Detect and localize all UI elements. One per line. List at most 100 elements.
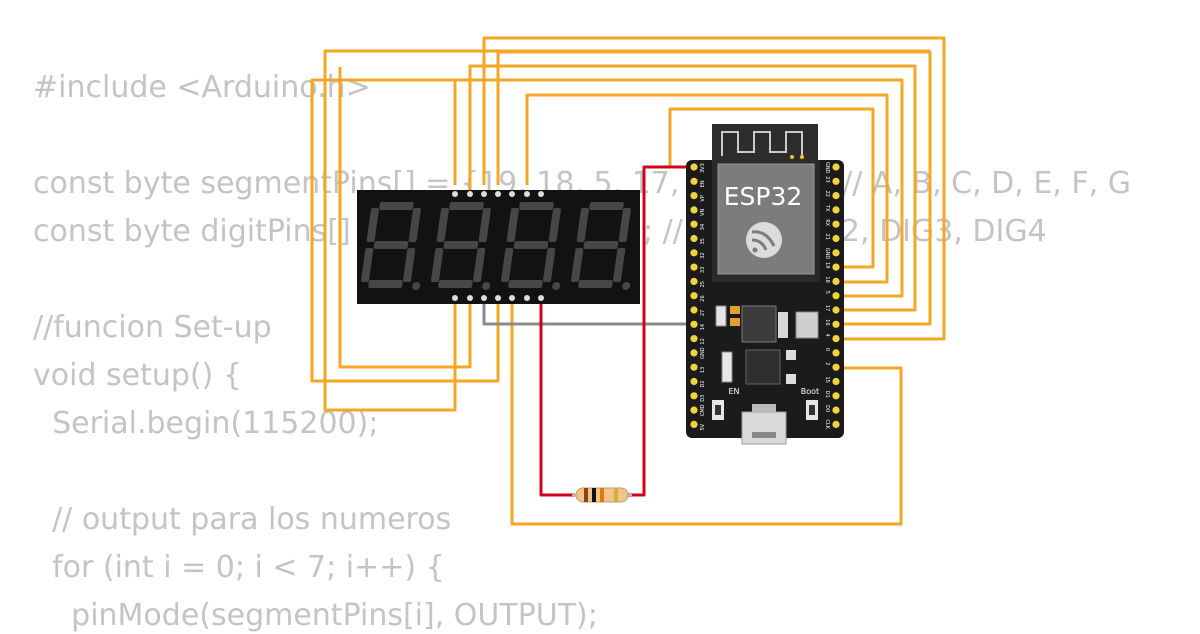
display-pin[interactable] [538, 191, 544, 197]
esp32-pin[interactable] [832, 206, 840, 214]
segment [508, 280, 543, 288]
orange-wire [453, 78, 904, 298]
segment [449, 202, 484, 210]
esp32-pin[interactable] [832, 277, 840, 285]
esp32-pin[interactable] [832, 363, 840, 371]
display-pin[interactable] [452, 295, 458, 301]
display-digit [571, 202, 631, 290]
esp32-pin-label: 2 [824, 362, 830, 365]
esp32-pin[interactable] [832, 292, 840, 300]
segment [443, 241, 479, 249]
esp32-pin[interactable] [832, 406, 840, 414]
display-pin[interactable] [495, 191, 501, 197]
esp32-label: ESP32 [724, 182, 803, 211]
segment [478, 208, 491, 242]
esp32-pin[interactable] [690, 192, 698, 200]
display-pin[interactable] [538, 295, 544, 301]
segment [403, 248, 416, 282]
segment [578, 280, 613, 288]
esp32-pin-label: EN [700, 180, 706, 187]
esp32-pin[interactable] [690, 277, 698, 285]
esp32-pin[interactable] [690, 206, 698, 214]
esp32-pin[interactable] [690, 420, 698, 428]
esp32-pin[interactable] [690, 177, 698, 185]
esp32-pin[interactable] [690, 249, 698, 257]
orange-wire [310, 78, 500, 383]
esp32-pin[interactable] [690, 292, 698, 300]
display-pin[interactable] [509, 191, 515, 197]
segment [408, 208, 421, 242]
decimal-point [552, 282, 561, 290]
esp32-pin[interactable] [832, 220, 840, 228]
esp32-pin[interactable] [690, 363, 698, 371]
red-wire-resistor-left [539, 298, 575, 497]
esp32-pin-label: D1 [824, 391, 830, 398]
en-label: EN [728, 387, 739, 396]
code-line: #include <Arduino.h> [33, 70, 371, 105]
display-pin[interactable] [481, 295, 487, 301]
esp32-pin[interactable] [832, 420, 840, 428]
esp32-pin[interactable] [690, 263, 698, 271]
esp32-pin[interactable] [832, 192, 840, 200]
esp32-pin-label: 25 [700, 281, 706, 287]
esp32-pin-label: 33 [700, 267, 706, 273]
orange-wire [323, 49, 930, 186]
orange-wire [510, 298, 903, 526]
segment [613, 248, 626, 282]
esp32-pin[interactable] [832, 335, 840, 343]
boot-label: Boot [801, 387, 819, 396]
esp32-board[interactable]: ESP32 EN Boot 3V [686, 124, 844, 445]
esp32-pin[interactable] [690, 220, 698, 228]
resistor[interactable] [572, 487, 632, 503]
decimal-point [622, 282, 631, 290]
code-line: // output para los numeros [33, 502, 452, 537]
display-pin[interactable] [467, 295, 473, 301]
esp32-pin[interactable] [690, 377, 698, 386]
display-pin[interactable] [509, 295, 515, 301]
esp32-pin[interactable] [832, 392, 840, 400]
esp32-pin[interactable] [832, 177, 840, 185]
esp32-pin-label: CMD [700, 404, 706, 416]
esp32-pin[interactable] [832, 377, 840, 386]
display-pin[interactable] [467, 191, 473, 197]
en-button[interactable] [712, 400, 724, 420]
esp32-pin[interactable] [690, 335, 698, 343]
esp32-pin[interactable] [690, 349, 698, 357]
esp32-pin[interactable] [832, 163, 840, 171]
display-pin[interactable] [524, 191, 530, 197]
esp32-pin[interactable] [690, 320, 698, 328]
segment [519, 202, 554, 210]
esp32-pin-label: 5V [700, 423, 706, 430]
segment [366, 208, 379, 242]
esp32-pin-label: 18 [824, 276, 830, 282]
esp32-pin[interactable] [832, 263, 840, 271]
esp32-pin-label: D3 [700, 395, 706, 402]
code-line: for (int i = 0; i < 7; i++) { [33, 550, 445, 585]
esp32-pin[interactable] [832, 306, 840, 314]
esp32-pin[interactable] [832, 320, 840, 328]
esp32-pin[interactable] [690, 234, 698, 243]
esp32-pin[interactable] [690, 306, 698, 314]
esp32-pin[interactable] [832, 234, 840, 243]
esp32-pin-label: 15 [824, 377, 830, 383]
esp32-pin[interactable] [690, 392, 698, 400]
esp32-pin-label: GND [700, 347, 706, 359]
esp32-pin-label: 14 [700, 324, 706, 330]
display-pin[interactable] [524, 295, 530, 301]
segment [548, 208, 561, 242]
esp32-pin[interactable] [832, 349, 840, 357]
esp32-pin-label: VN [700, 208, 706, 215]
esp32-pin[interactable] [690, 163, 698, 171]
esp32-pin[interactable] [690, 406, 698, 414]
boot-button[interactable] [806, 400, 818, 420]
display-pin[interactable] [481, 191, 487, 197]
display-digit [361, 202, 421, 290]
seven-segment-display[interactable] [357, 190, 642, 304]
display-pin[interactable] [495, 295, 501, 301]
orange-wires [310, 36, 946, 526]
display-pin[interactable] [452, 191, 458, 197]
esp32-pin-label: 0 [824, 348, 830, 351]
usb-port[interactable] [741, 404, 787, 445]
esp32-pin[interactable] [832, 249, 840, 257]
